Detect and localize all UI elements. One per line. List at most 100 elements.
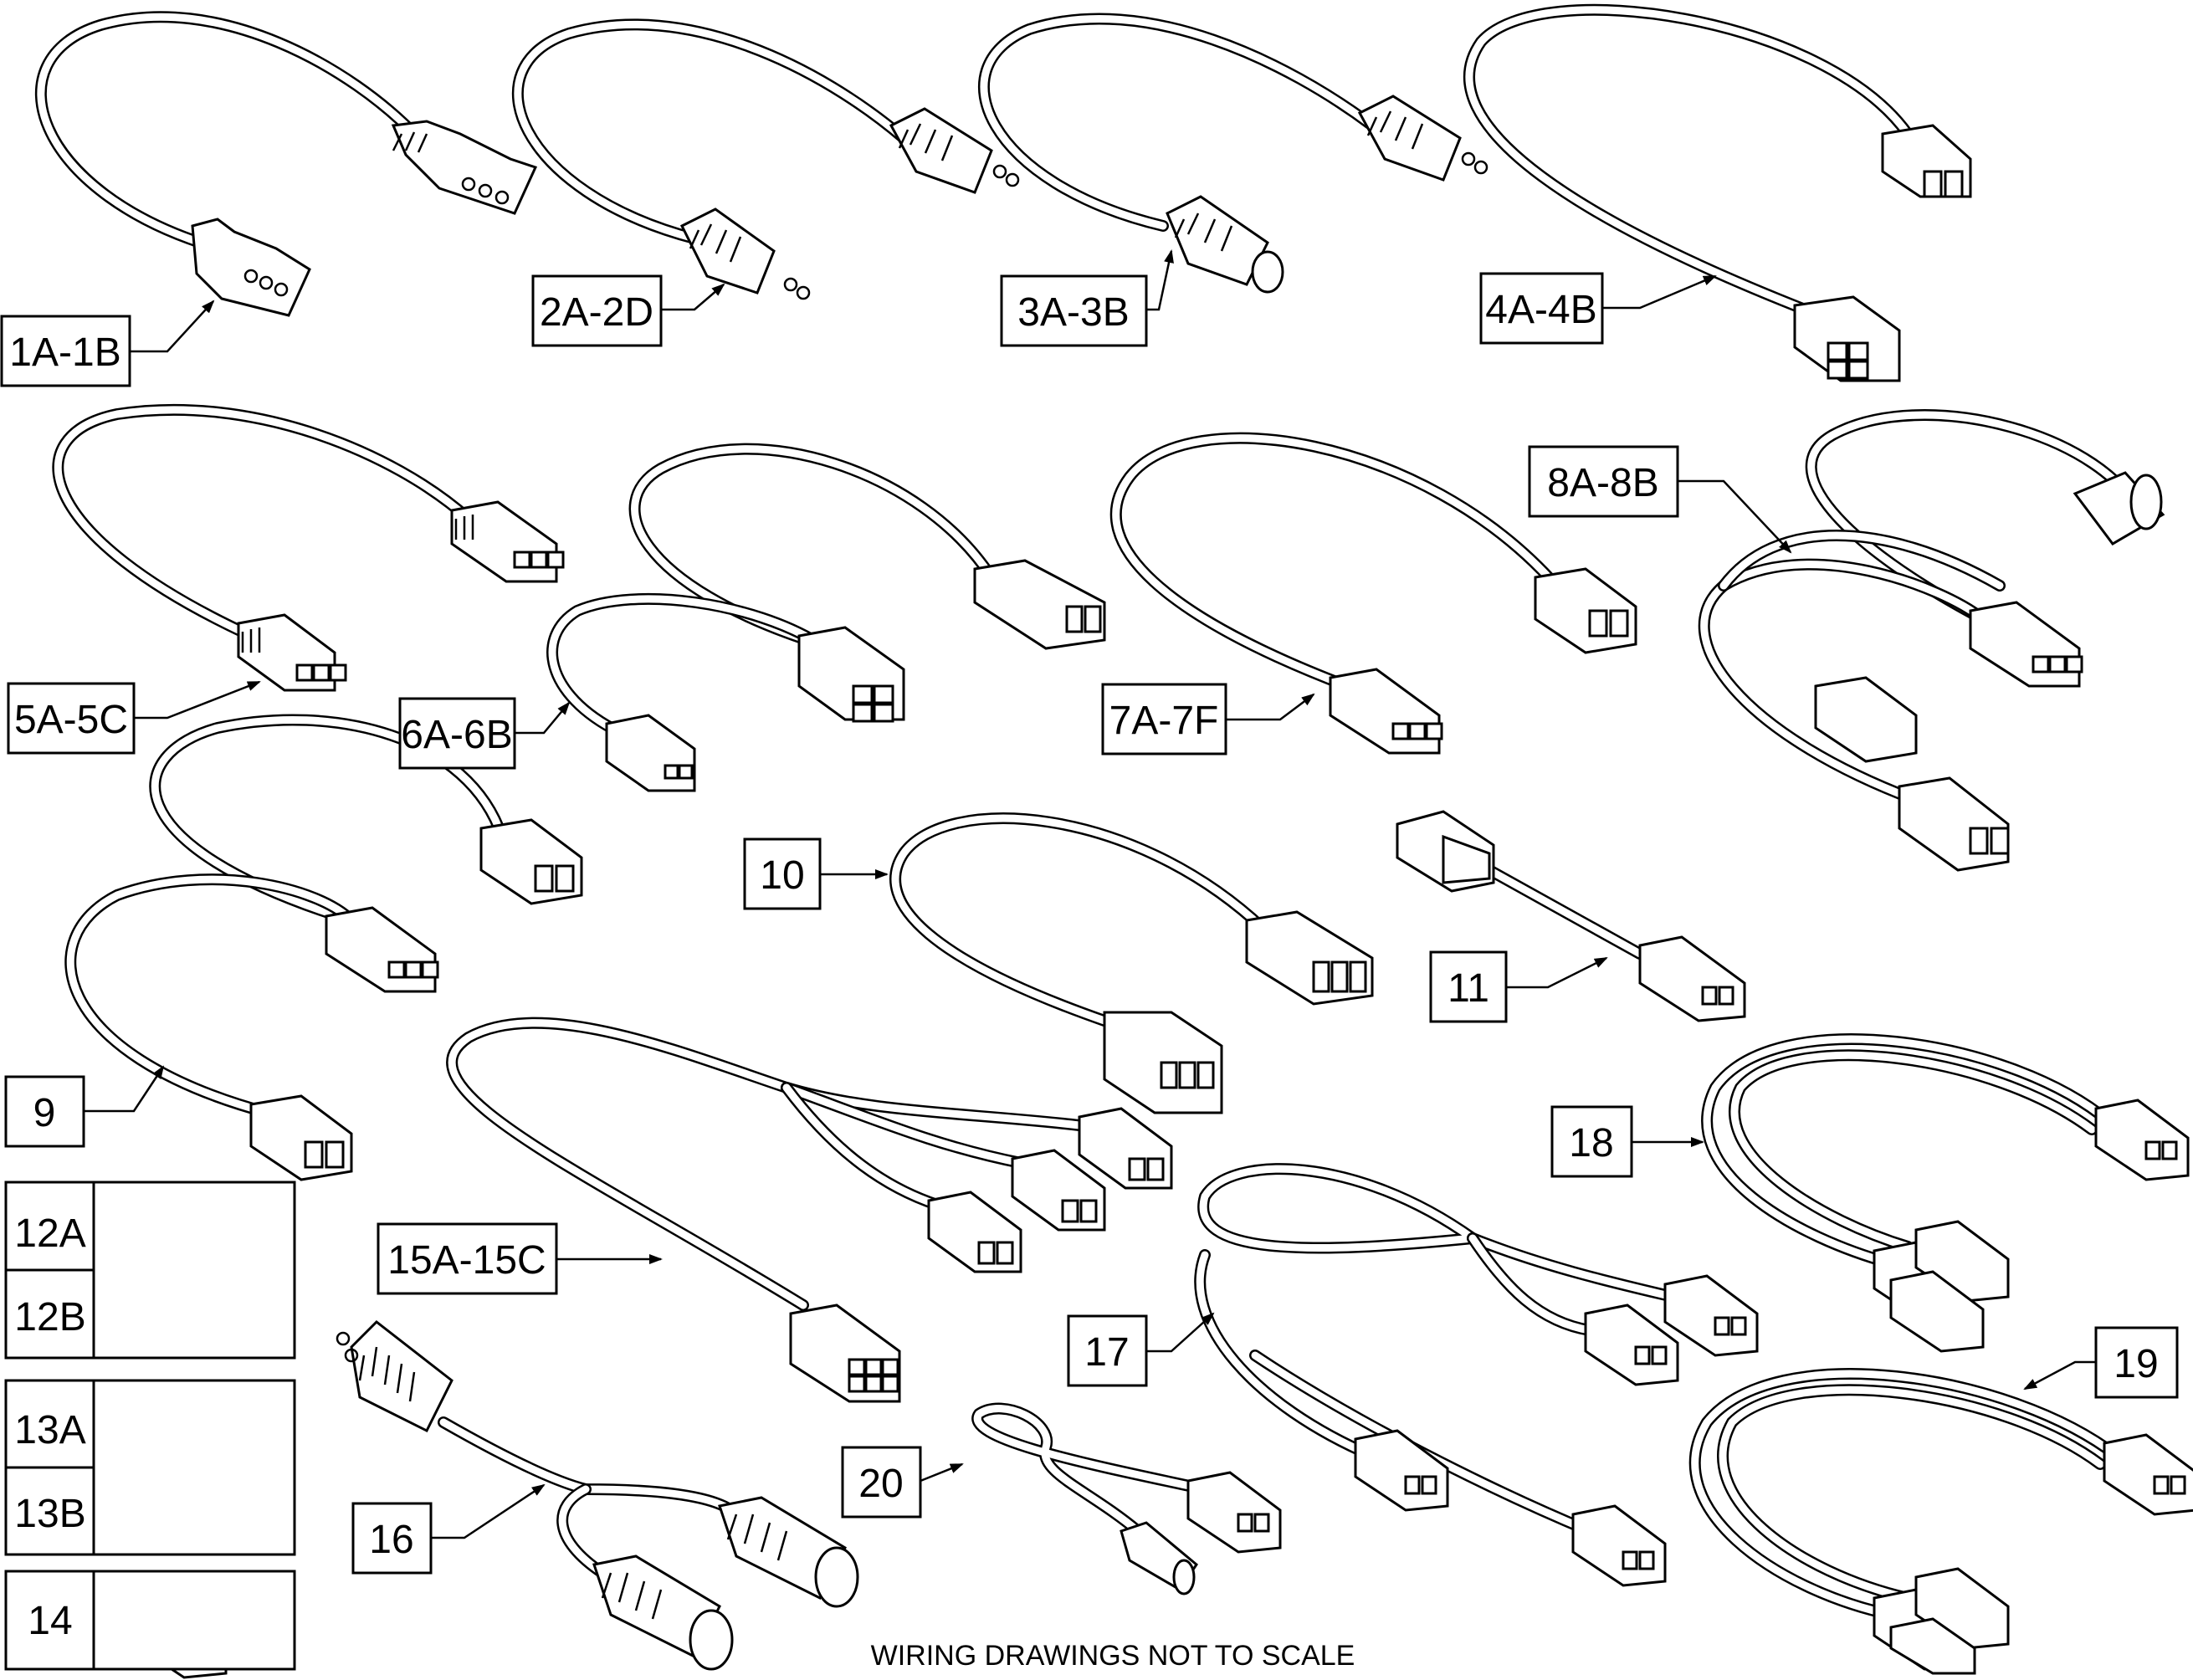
label-18: 18 xyxy=(1550,1105,1633,1178)
connector-17-end-c xyxy=(1354,1429,1449,1512)
svg-text:19: 19 xyxy=(2114,1342,2158,1386)
cable-11 xyxy=(1396,810,1746,1022)
cable-10 xyxy=(889,812,1374,1114)
leader-lines xyxy=(84,249,2096,1539)
cable-8 xyxy=(1698,409,2165,872)
label-10: 10 xyxy=(743,837,822,910)
connector-2-end-b xyxy=(889,107,1020,194)
cable-5 xyxy=(52,403,565,692)
footer-note: WIRING DRAWINGS NOT TO SCALE xyxy=(871,1640,1355,1672)
label-15a-15c: 15A-15C xyxy=(377,1222,558,1295)
connector-8-end-a xyxy=(1969,601,2083,688)
label-16: 16 xyxy=(351,1502,433,1575)
connector-10-end-b xyxy=(1245,910,1374,1006)
cable-7 xyxy=(1109,432,1637,755)
connector-19-end-a xyxy=(2103,1433,2193,1516)
connector-15-end-b xyxy=(1078,1107,1173,1190)
connector-19-end-b xyxy=(1873,1567,2010,1675)
svg-text:16: 16 xyxy=(369,1518,413,1562)
connector-16-end-c xyxy=(592,1555,734,1671)
cable-2 xyxy=(511,18,1020,300)
svg-text:3A-3B: 3A-3B xyxy=(1017,290,1129,335)
group-box-12: 12A 12B xyxy=(4,1181,296,1360)
connector-10-end-a xyxy=(1103,1011,1223,1114)
label-1a-1b: 1A-1B xyxy=(0,315,131,387)
connector-11-end-b xyxy=(1638,935,1746,1022)
connector-9-end-c xyxy=(249,1094,353,1181)
svg-text:9: 9 xyxy=(33,1091,56,1135)
connector-1-end-a xyxy=(191,218,311,317)
connector-5-end-b xyxy=(450,500,565,583)
svg-text:2A-2D: 2A-2D xyxy=(540,290,653,335)
svg-text:20: 20 xyxy=(858,1462,903,1506)
connector-6-end-c xyxy=(605,714,696,792)
connector-1-end-b xyxy=(391,120,538,215)
svg-text:7A-7F: 7A-7F xyxy=(1109,699,1219,743)
connector-8-end-d xyxy=(1814,676,1918,763)
group-box-13: 13A 13B xyxy=(4,1379,296,1556)
label-12a: 12A xyxy=(14,1211,85,1256)
connector-6-end-a xyxy=(797,626,905,723)
label-3a-3b: 3A-3B xyxy=(1000,274,1148,347)
connector-16-end-a xyxy=(336,1320,453,1433)
label-7a-7f: 7A-7F xyxy=(1101,683,1227,755)
svg-text:8A-8B: 8A-8B xyxy=(1547,461,1658,505)
connector-20-end-b xyxy=(1120,1521,1198,1595)
cable-15 xyxy=(446,1017,1173,1403)
connector-15-end-a xyxy=(789,1304,901,1403)
label-13b: 13B xyxy=(14,1492,85,1536)
svg-text:17: 17 xyxy=(1084,1330,1129,1375)
cable-17 xyxy=(1194,1163,1759,1587)
connector-4-end-b xyxy=(1793,295,1901,382)
connector-18-end-b xyxy=(1873,1220,2010,1353)
svg-text:11: 11 xyxy=(1447,966,1489,1011)
label-11: 11 xyxy=(1429,950,1508,1023)
label-9: 9 xyxy=(4,1075,85,1148)
svg-text:1A-1B: 1A-1B xyxy=(9,330,120,375)
connector-11-end-a xyxy=(1396,810,1495,893)
cable-18 xyxy=(1701,1033,2190,1353)
connector-2-end-a xyxy=(679,207,811,300)
connector-9-end-a xyxy=(325,906,439,993)
svg-text:5A-5C: 5A-5C xyxy=(14,698,128,742)
connector-8-end-c xyxy=(1898,776,2010,872)
connector-20-end-a xyxy=(1186,1471,1282,1554)
connector-15-end-c xyxy=(1011,1149,1106,1232)
connector-17-end-b xyxy=(1584,1304,1679,1386)
connector-15-end-d xyxy=(927,1191,1022,1273)
label-8a-8b: 8A-8B xyxy=(1528,445,1679,518)
cable-9 xyxy=(64,714,583,1181)
connector-3-end-a xyxy=(1166,195,1284,294)
cable-16 xyxy=(336,1320,859,1671)
cable-19 xyxy=(1688,1368,2193,1675)
group-box-14: 14 xyxy=(4,1570,296,1671)
label-13a: 13A xyxy=(14,1408,85,1452)
connector-7-end-a xyxy=(1329,668,1443,755)
label-5a-5c: 5A-5C xyxy=(7,682,136,755)
svg-text:4A-4B: 4A-4B xyxy=(1485,288,1596,332)
connector-9-end-b xyxy=(479,818,583,905)
label-19: 19 xyxy=(2094,1326,2179,1399)
connector-17-end-a xyxy=(1663,1274,1759,1357)
label-12b: 12B xyxy=(14,1295,85,1339)
cable-3 xyxy=(978,13,1488,294)
cable-6 xyxy=(546,443,1106,792)
label-6a-6b: 6A-6B xyxy=(398,697,516,770)
cable-4 xyxy=(1463,3,1972,382)
label-4a-4b: 4A-4B xyxy=(1479,272,1604,345)
connector-16-end-b xyxy=(718,1496,859,1608)
label-17: 17 xyxy=(1067,1314,1148,1387)
cable-1 xyxy=(35,11,538,317)
connector-8-end-b xyxy=(2073,471,2165,545)
connector-4-end-a xyxy=(1881,124,1972,198)
svg-text:6A-6B: 6A-6B xyxy=(401,713,512,757)
svg-text:18: 18 xyxy=(1569,1121,1613,1165)
label-2a-2d: 2A-2D xyxy=(531,274,663,347)
connector-6-end-b xyxy=(973,559,1106,650)
connector-7-end-b xyxy=(1534,567,1637,654)
connector-18-end-a xyxy=(2094,1099,2190,1181)
cable-20 xyxy=(971,1402,1282,1595)
connector-17-end-d xyxy=(1571,1504,1667,1587)
label-20: 20 xyxy=(841,1446,922,1519)
